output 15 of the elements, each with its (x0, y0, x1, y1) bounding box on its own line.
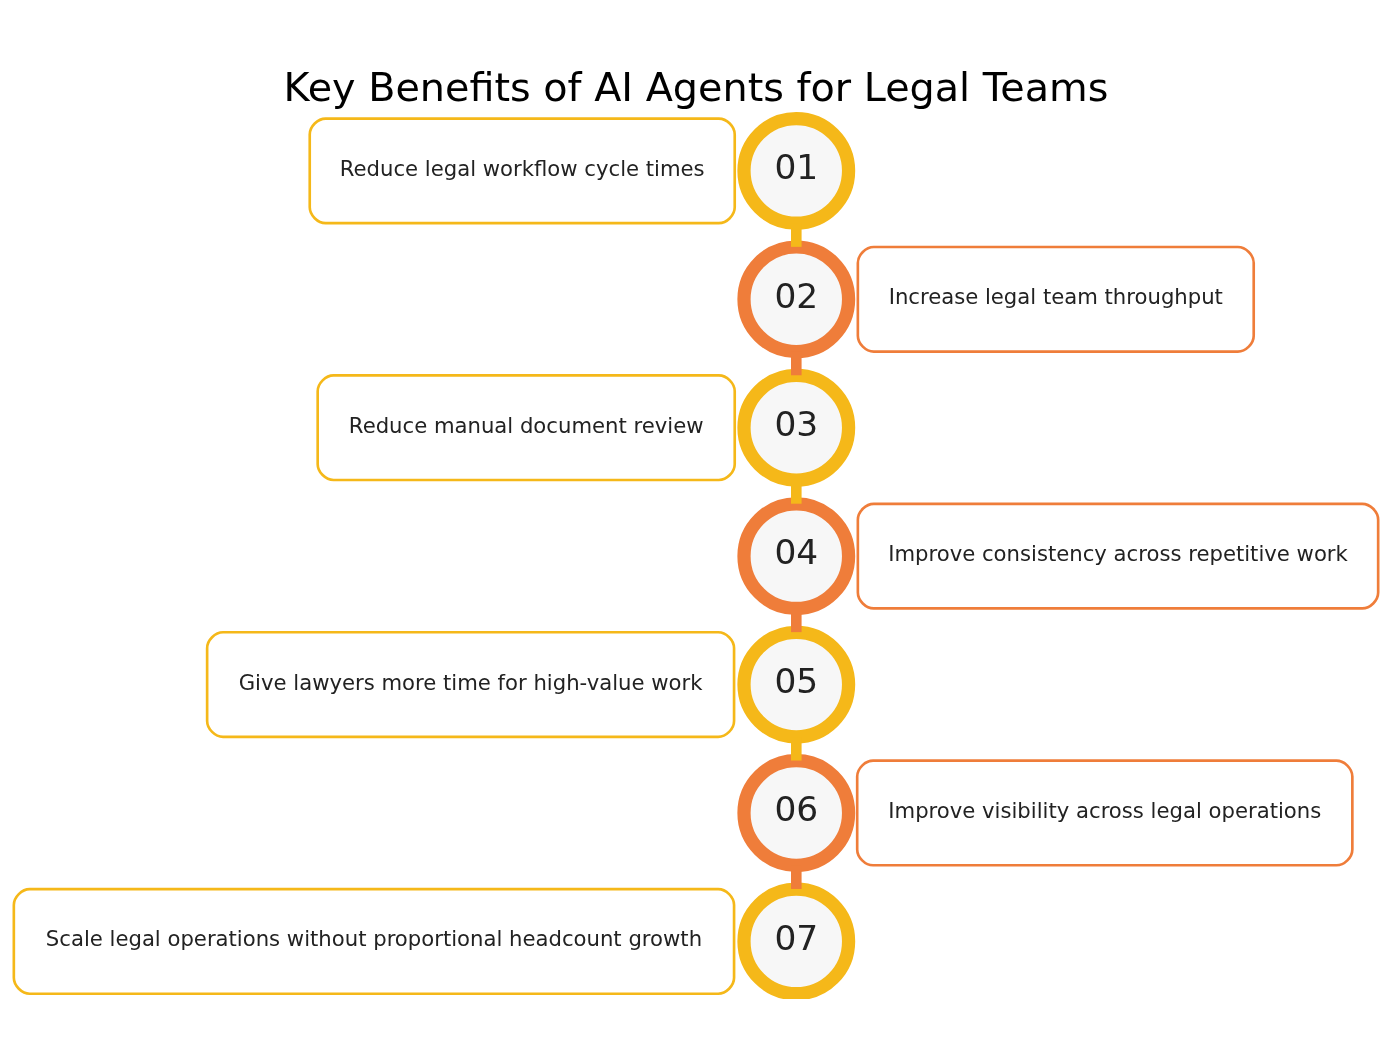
node-box: Reduce manual document review (316, 373, 737, 481)
node-box: Reduce legal workflow cycle times (308, 116, 737, 224)
node-box: Scale legal operations without proportional headcount growth (12, 887, 736, 995)
node-circle: 01 (737, 111, 856, 230)
node-circle: 05 (737, 625, 856, 743)
node-box: Improve consistency across repetitive work (856, 502, 1380, 610)
node-circle: 07 (737, 882, 856, 999)
node-circle: 03 (737, 368, 856, 487)
node-box: Improve visibility across legal operations (855, 758, 1354, 867)
node-circle: 02 (737, 239, 856, 358)
diagram-title: Key Benefits of AI Agents for Legal Teams (283, 63, 1109, 110)
node-box: Increase legal team throughput (856, 245, 1256, 353)
node-circle: 06 (737, 753, 856, 872)
node-circle: 04 (737, 496, 856, 615)
node-box: Give lawyers more time for high-value work (205, 630, 736, 738)
